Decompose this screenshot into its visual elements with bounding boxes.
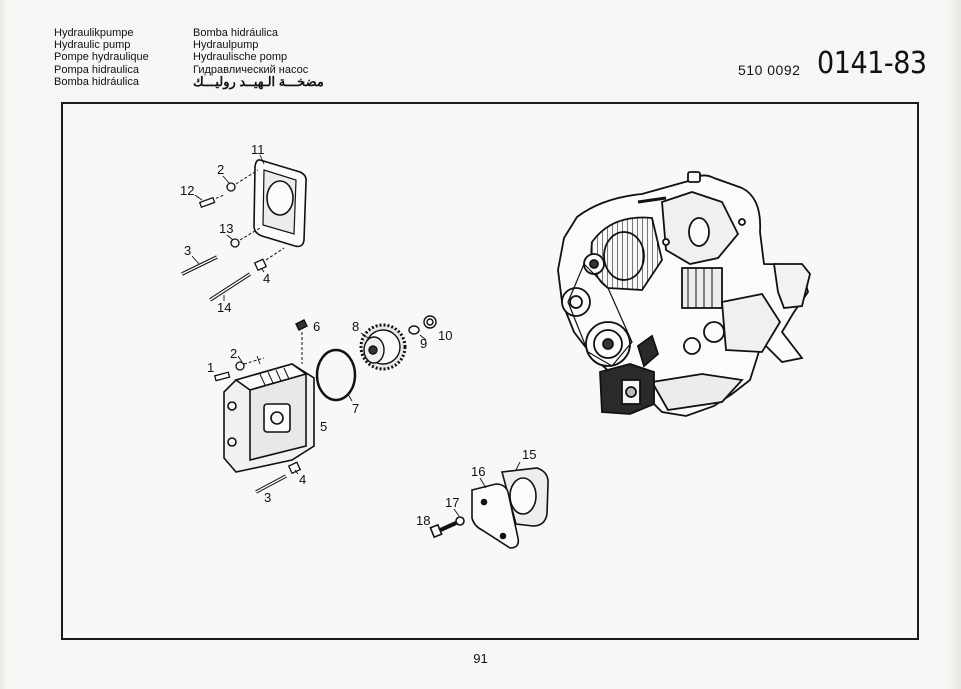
callout-12: 12 xyxy=(180,183,194,198)
title-dutch: Hydraulische pomp xyxy=(193,51,288,64)
title-arabic: مضخـــة الـهيــد روليـــك xyxy=(193,73,324,89)
section-code: 0141-83 xyxy=(817,46,927,81)
title-portuguese: Bomba hidráulica xyxy=(54,75,139,88)
callout-2-pump: 2 xyxy=(230,346,237,361)
upper-fasteners xyxy=(181,169,285,302)
diagram-frame: 11 2 12 13 3 4 14 6 8 9 10 1 2 7 5 4 3 1… xyxy=(61,102,919,640)
callout-2: 2 xyxy=(217,162,224,177)
title-russian: Гидравлический насос xyxy=(193,63,309,76)
doc-number: 510 0092 xyxy=(738,62,801,78)
hydraulic-pump-part xyxy=(223,363,315,473)
cover-plate-parts xyxy=(429,467,549,549)
flange-plate-part xyxy=(253,159,307,248)
callout-11: 11 xyxy=(251,142,265,157)
exploded-parts-diagram: 11 2 12 13 3 4 14 6 8 9 10 1 2 7 5 4 3 1… xyxy=(180,142,811,549)
leader-lines xyxy=(191,154,521,517)
title-column-2: Bomba hidráulica Hydraulpump Hydraulisch… xyxy=(193,27,324,88)
title-english: Hydraulic pump xyxy=(54,39,131,52)
title-column-1: Hydraulikpumpe Hydraulic pump Pompe hydr… xyxy=(54,27,149,88)
callout-7: 7 xyxy=(352,401,359,416)
callout-6: 6 xyxy=(313,319,320,334)
title-italian: Pompa hidraulica xyxy=(54,63,139,76)
title-swedish: Hydraulpump xyxy=(193,39,259,52)
pump-fasteners xyxy=(213,357,302,494)
drive-gear-parts xyxy=(295,315,437,371)
callout-13: 13 xyxy=(219,221,233,236)
callout-15: 15 xyxy=(522,447,536,462)
callout-1: 1 xyxy=(207,360,214,375)
callout-4-pump: 4 xyxy=(299,472,306,487)
o-ring-part xyxy=(315,348,357,402)
callout-8: 8 xyxy=(352,319,359,334)
title-french: Pompe hydraulique xyxy=(54,51,149,64)
title-german: Hydraulikpumpe xyxy=(54,27,134,39)
callout-16: 16 xyxy=(471,464,485,479)
callout-3-pump: 3 xyxy=(264,490,271,505)
callout-10: 10 xyxy=(438,328,452,343)
callout-14: 14 xyxy=(217,300,231,315)
callout-18: 18 xyxy=(416,513,430,528)
engine-illustration xyxy=(557,171,811,417)
callout-5: 5 xyxy=(320,419,327,434)
callout-9: 9 xyxy=(420,336,427,351)
callout-17: 17 xyxy=(445,495,459,510)
callout-3: 3 xyxy=(184,243,191,258)
callout-4: 4 xyxy=(263,271,270,286)
page-number: 91 xyxy=(473,651,488,666)
title-spanish: Bomba hidráulica xyxy=(193,27,278,39)
